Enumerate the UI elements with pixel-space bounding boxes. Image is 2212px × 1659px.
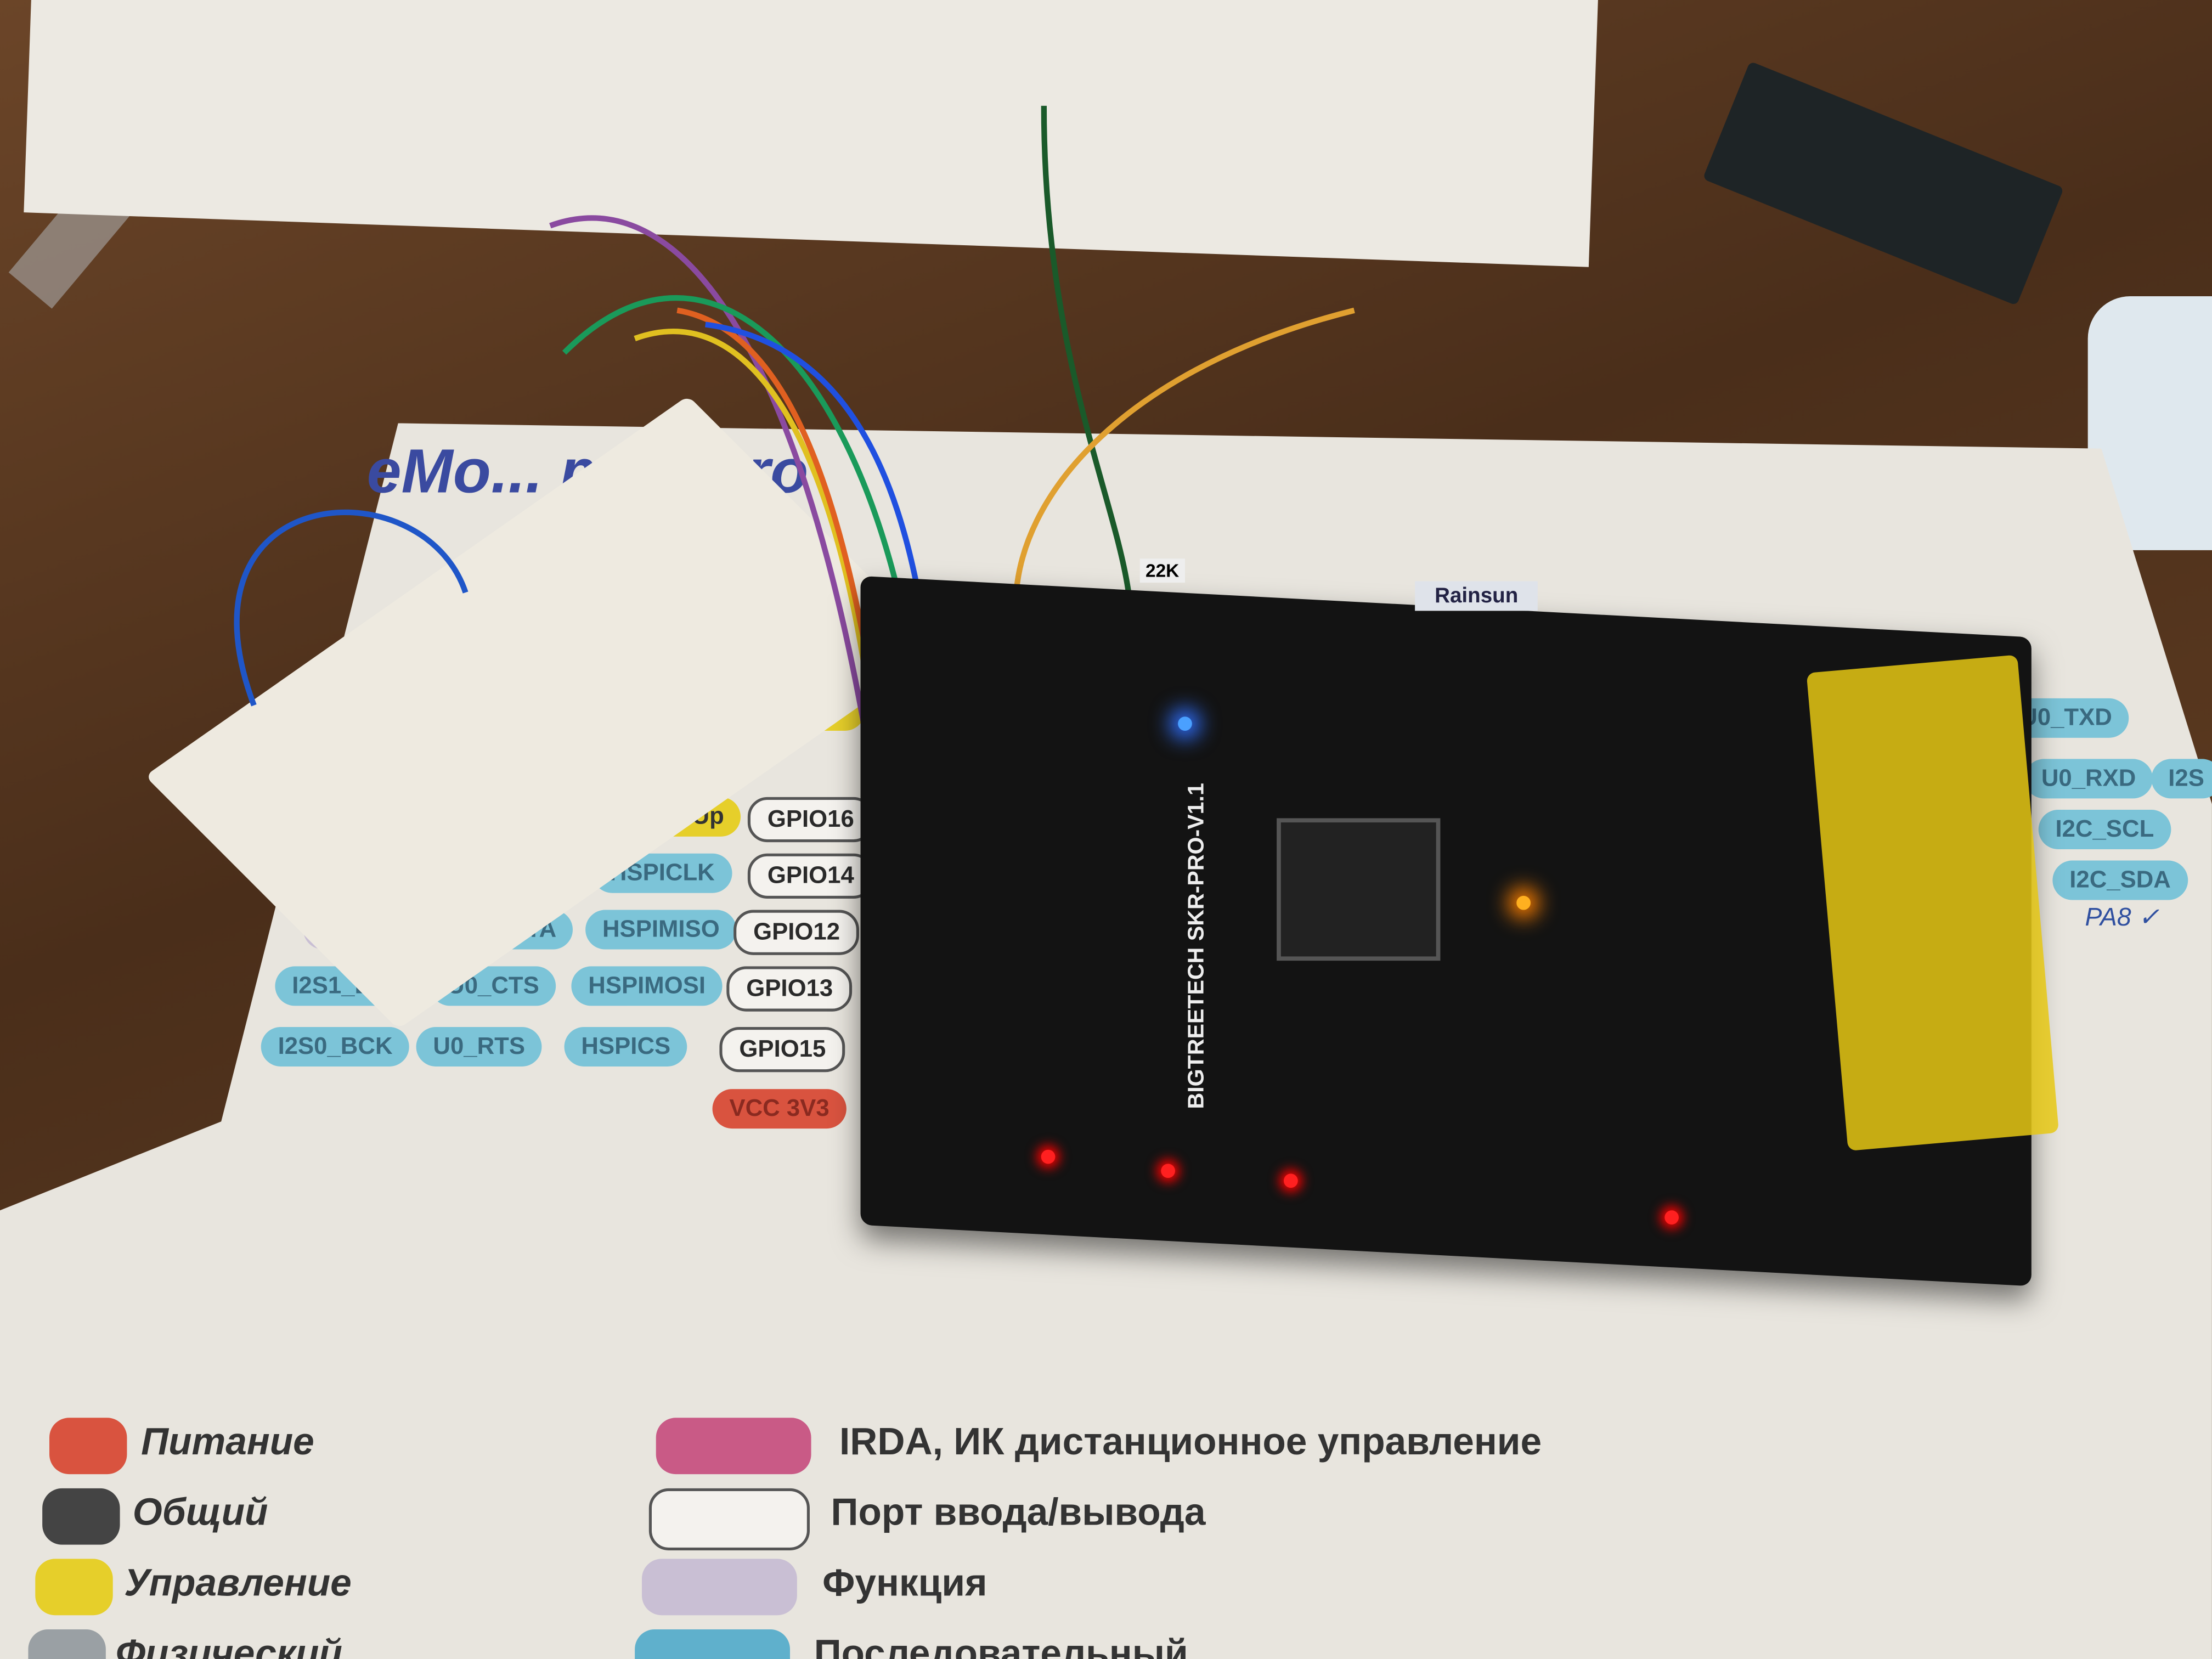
- fuse-cover: [1806, 654, 2059, 1151]
- legend-swatch: [641, 1559, 797, 1616]
- legend-label: Общий: [132, 1491, 268, 1534]
- pin-label: GPIO15: [719, 1026, 846, 1073]
- legend-swatch: [635, 1629, 790, 1659]
- pin-label: HSPIMOSI: [571, 966, 723, 1006]
- legend-label: Последовательный: [814, 1632, 1188, 1659]
- legend-swatch: [648, 1488, 810, 1550]
- legend-swatch: [49, 1418, 127, 1475]
- pin-label: VCC 3V3: [712, 1089, 847, 1129]
- status-led-red: [1041, 1149, 1056, 1164]
- pin-label: I2C_SDA: [2052, 860, 2188, 900]
- status-led-orange: [1516, 895, 1531, 910]
- legend-label: IRDA, ИК дистанционное управление: [839, 1420, 1542, 1463]
- pin-label: HSPIMISO: [585, 910, 737, 950]
- connector-label: Rainsun: [1415, 581, 1538, 611]
- pin-label: U0_RTS: [416, 1026, 542, 1066]
- pin-label: HSPICS: [564, 1026, 688, 1066]
- pin-label: I2S0_BCK: [261, 1026, 410, 1066]
- status-led-blue: [1178, 716, 1192, 731]
- legend-label: Функция: [822, 1561, 988, 1604]
- board-label: BIGTREETECH SKR-PRO-V1.1: [1184, 783, 1209, 1109]
- legend-swatch: [28, 1629, 106, 1659]
- handwritten-note: PA8 ✓: [2085, 902, 2160, 932]
- pin-label: U0_RXD: [2024, 759, 2153, 799]
- legend-label: Питание: [141, 1420, 314, 1463]
- thermistor-tag: 22K: [1139, 558, 1185, 583]
- legend-label: Управление: [124, 1561, 352, 1604]
- status-led-red: [1283, 1173, 1298, 1188]
- legend-label: Физический: [115, 1632, 342, 1659]
- pin-label: I2S: [2151, 759, 2212, 799]
- mcu-chip: [1277, 818, 1441, 961]
- legend-label: Порт ввода/вывода: [831, 1491, 1206, 1534]
- status-led-red: [1664, 1210, 1679, 1224]
- pin-label: GPIO13: [726, 966, 853, 1012]
- pin-label: GPIO12: [733, 910, 860, 955]
- status-led-red: [1161, 1164, 1175, 1178]
- legend-swatch: [656, 1418, 811, 1475]
- legend-swatch: [35, 1559, 113, 1616]
- pin-label: I2C_SCL: [2038, 809, 2171, 849]
- legend-swatch: [42, 1488, 120, 1545]
